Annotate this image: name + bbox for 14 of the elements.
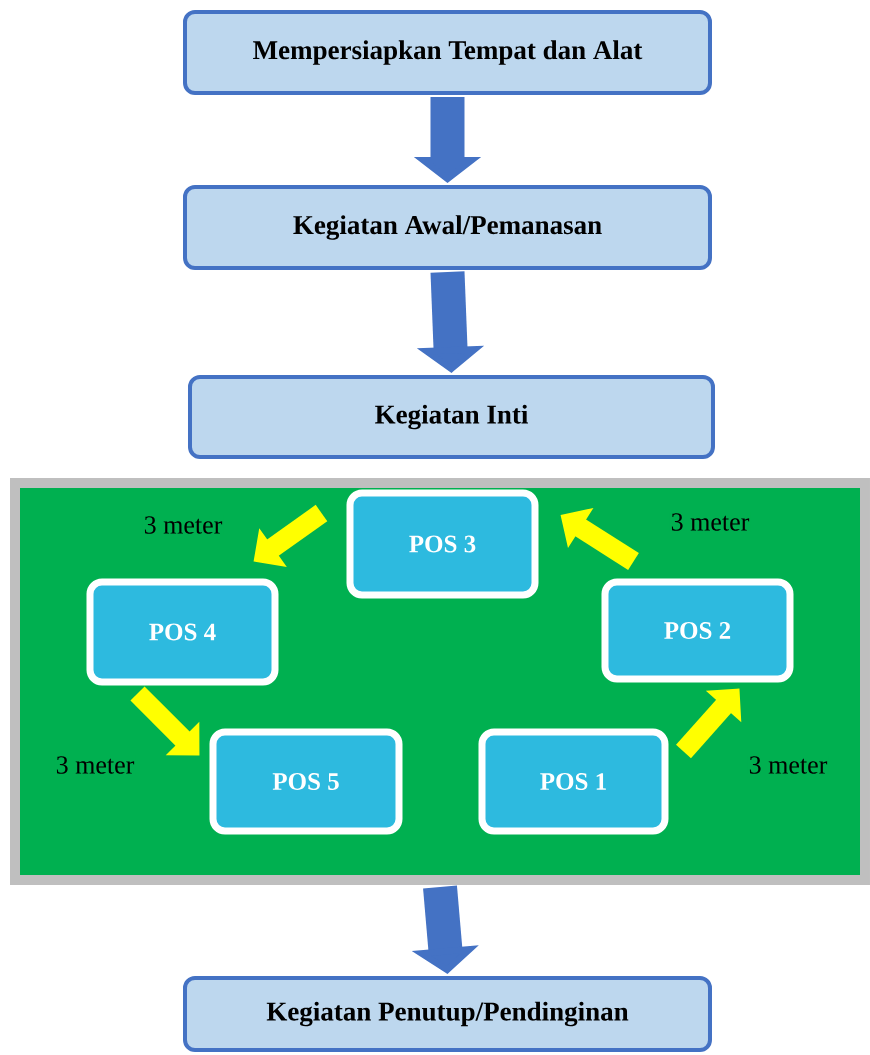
station-box: POS 1	[478, 728, 669, 835]
step-box: Kegiatan Awal/Pemanasan	[183, 185, 712, 270]
edge-label: 3 meter	[669, 512, 751, 532]
step-box: Kegiatan Inti	[188, 375, 715, 459]
station-box: POS 5	[209, 728, 403, 835]
edge-label: 3 meter	[747, 755, 829, 775]
step-box: Kegiatan Penutup/Pendinginan	[183, 976, 712, 1052]
station-box: POS 4	[86, 578, 279, 686]
station-box: POS 3	[346, 489, 539, 599]
step-box: Mempersiapkan Tempat dan Alat	[183, 10, 712, 95]
edge-label: 3 meter	[142, 515, 224, 535]
arrow	[130, 686, 200, 756]
station-box: POS 2	[601, 578, 794, 683]
edge-label: 3 meter	[54, 755, 136, 775]
